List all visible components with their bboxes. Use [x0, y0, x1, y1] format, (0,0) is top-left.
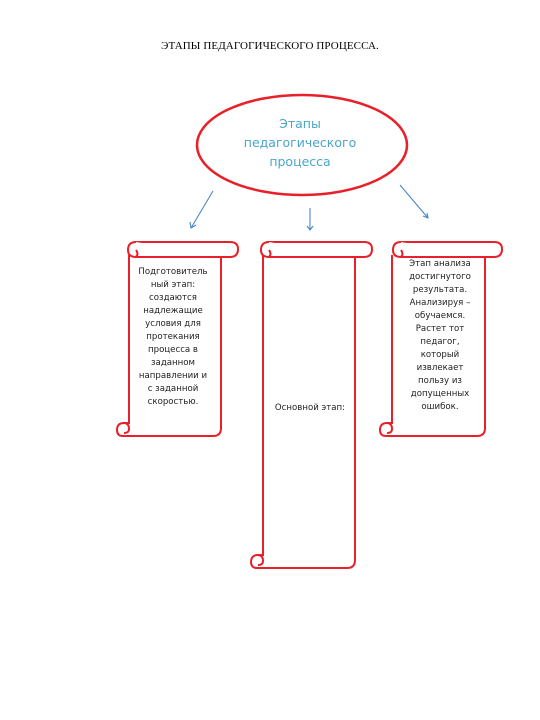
- center-label: Этапы педагогического процесса: [243, 116, 357, 169]
- page-title: ЭТАПЫ ПЕДАГОГИЧЕСКОГО ПРОЦЕССА.: [161, 40, 379, 52]
- center-ellipse: [195, 93, 409, 197]
- arrowhead-stage-2: [306, 225, 314, 231]
- arrow-to-stage-3: [399, 184, 429, 219]
- stage-2-text: Основной этап:: [274, 403, 346, 413]
- stage-1-text: Подготовитель ный этап: создаются надлеж…: [138, 267, 208, 407]
- stage-2-scroll: [249, 241, 374, 569]
- stage-3-scroll: [378, 241, 504, 437]
- arrow-to-stage-1: [190, 190, 214, 229]
- arrowhead-stage-3: [422, 212, 429, 219]
- stage-1-scroll: [115, 241, 240, 437]
- arrowhead-stage-1: [189, 221, 197, 229]
- stage-3-text: Этап анализа достигнутого результата. Ан…: [409, 259, 471, 412]
